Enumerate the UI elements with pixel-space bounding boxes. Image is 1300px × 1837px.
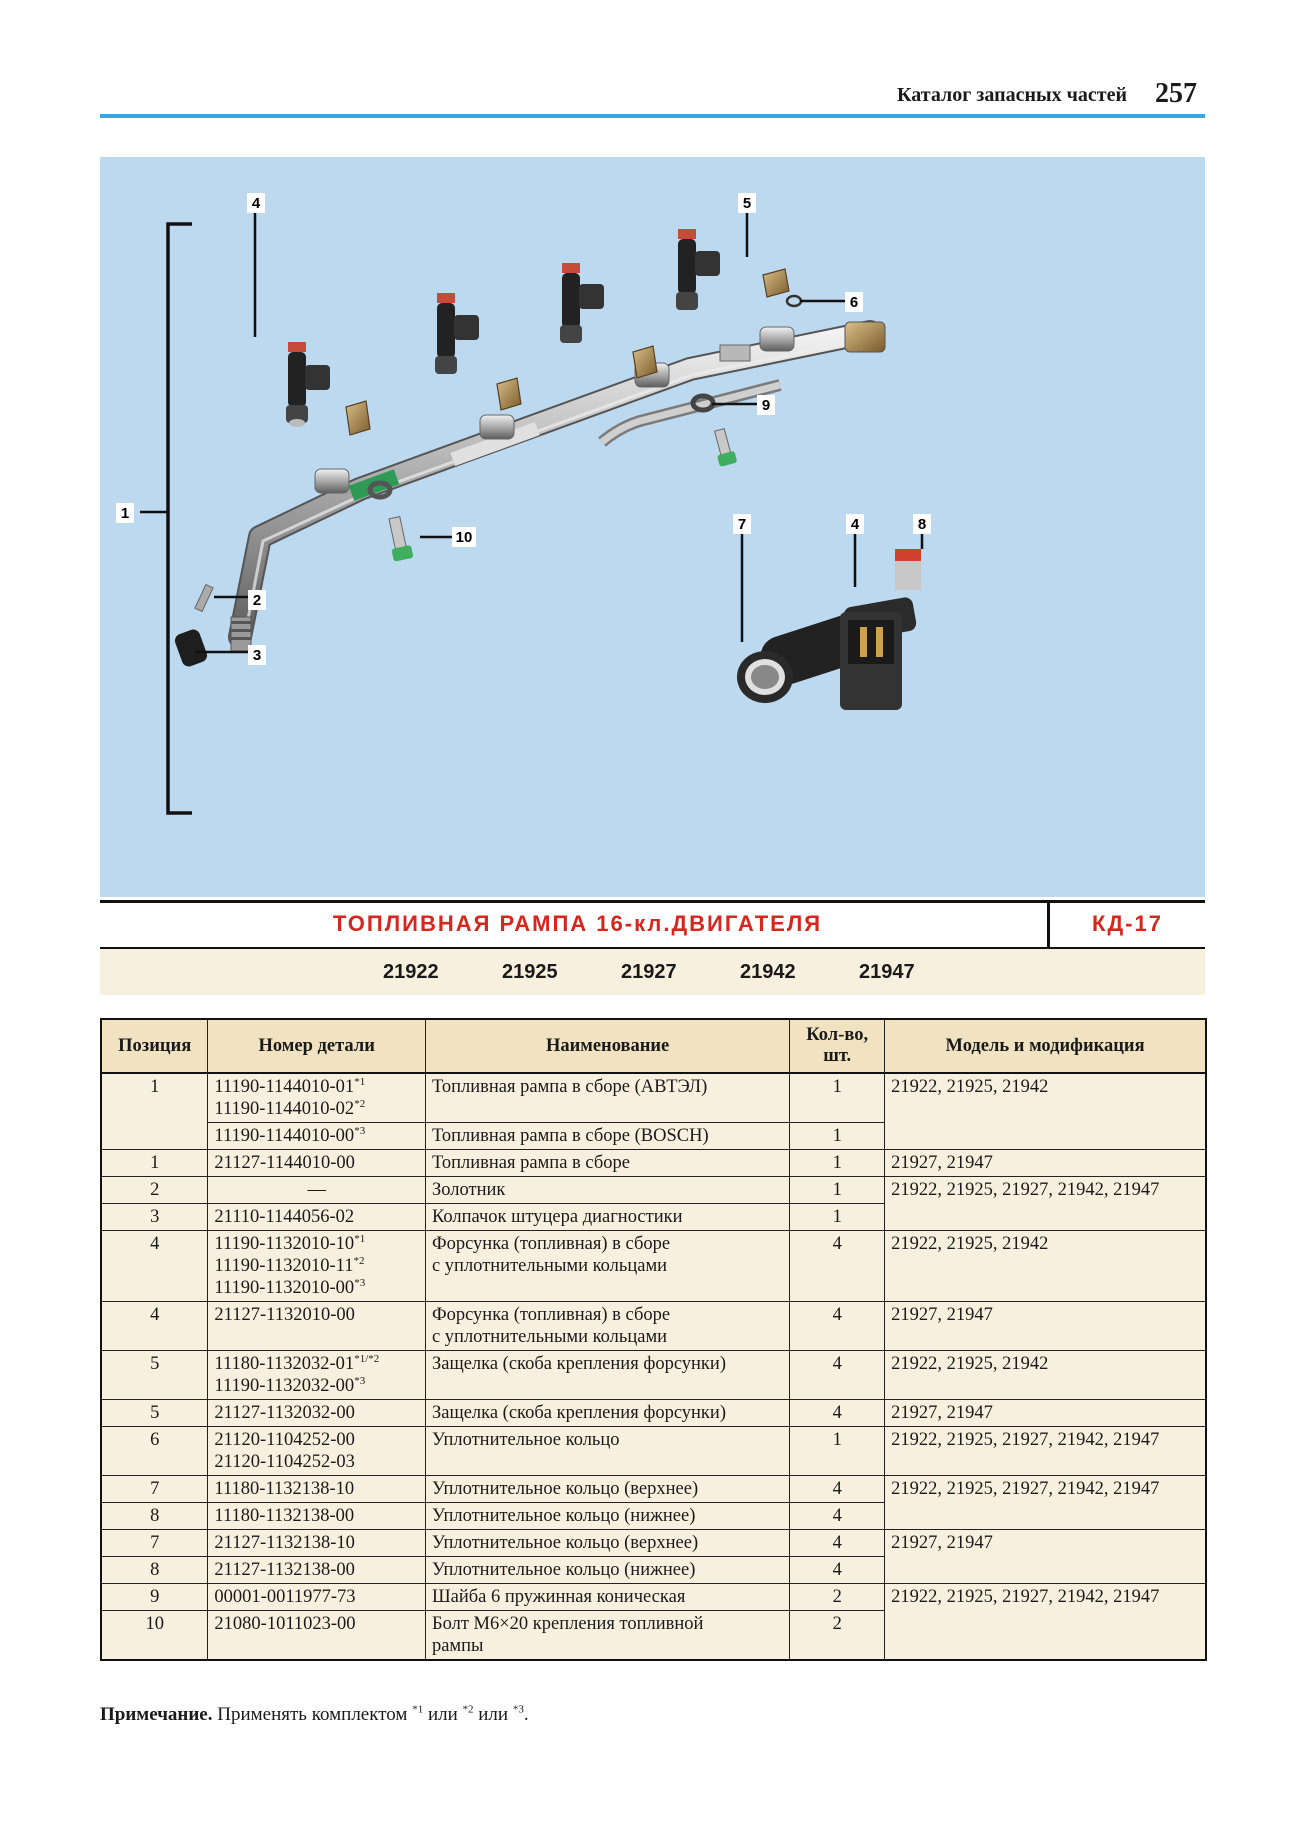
callout-3: 3 — [253, 647, 261, 664]
catalog-title: ТОПЛИВНАЯ РАМПА 16-кл.ДВИГАТЕЛЯ — [332, 911, 823, 936]
table-row: 8 11180-1132138-00 Уплотнительное кольцо… — [100, 1502, 1206, 1530]
callout-7: 7 — [738, 516, 746, 533]
note-label: Примечание. — [100, 1704, 213, 1725]
catalog-bar: ТОПЛИВНАЯ РАМПА 16-кл.ДВИГАТЕЛЯ КД-17 — [100, 900, 1205, 950]
callout-4: 4 — [252, 195, 261, 212]
injector-clips — [345, 268, 790, 436]
table-row: 11190-1144010-00*3 Топливная рампа в сбо… — [101, 1122, 1206, 1150]
table-row: 7 21127-1132138-10 Уплотнительное кольцо… — [100, 1529, 1207, 1584]
injector-detail — [737, 549, 921, 710]
callout-9: 9 — [762, 397, 770, 414]
injector-1 — [286, 342, 330, 427]
catalog-code: КД-17 — [1047, 903, 1205, 947]
header-part-number: Номер детали — [207, 1018, 426, 1074]
fuel-rail — [228, 320, 886, 652]
callout-2: 2 — [253, 592, 261, 609]
callout-4-detail: 4 — [851, 516, 860, 533]
callout-1: 1 — [121, 505, 129, 522]
table-row: 9 00001-0011977-73 Шайба 6 пружинная кон… — [100, 1583, 1207, 1661]
header-model: Модель и модификация — [884, 1018, 1207, 1074]
header-rule — [100, 114, 1205, 118]
injector-4 — [676, 229, 720, 310]
bolt-small — [713, 427, 737, 467]
callout-8: 8 — [918, 516, 926, 533]
spool-valve-2 — [194, 583, 214, 613]
injector-3 — [560, 263, 604, 343]
model-list: 21922 21925 21927 21942 21947 — [100, 949, 1205, 995]
header-qty: Кол-во,шт. — [789, 1018, 886, 1074]
o-ring-6 — [785, 294, 803, 308]
parts-illustration: 1 2 3 4 5 6 7 4 8 9 10 — [100, 157, 1205, 897]
callout-6: 6 — [850, 294, 858, 311]
leader-lines — [195, 213, 924, 654]
callout-5: 5 — [743, 195, 751, 212]
table-row: 4 21127-1132010-00 Форсунка (топливная) … — [100, 1301, 1207, 1351]
diagnostic-cap-3 — [174, 629, 208, 667]
table-row: 5 21127-1132032-00 Защелка (скоба крепле… — [100, 1399, 1207, 1427]
page-header: Каталог запасных частей 257 — [100, 78, 1205, 109]
header-title: Каталог запасных частей — [897, 84, 1127, 106]
model-code: 21927 — [621, 961, 677, 983]
parts-table: Позиция Номер детали Наименование Кол-во… — [100, 1018, 1207, 1661]
table-row: 3 21110-1144056-02 Колпачок штуцера диаг… — [100, 1203, 1206, 1231]
model-code: 21942 — [740, 961, 796, 983]
table-row: 1 21127-1144010-00 Топливная рампа в сбо… — [100, 1149, 1207, 1177]
header-name: Наименование — [424, 1018, 791, 1074]
injector-2 — [435, 293, 479, 374]
bolt-10 — [388, 516, 414, 562]
model-code: 21925 — [502, 961, 558, 983]
footnote: Примечание. Применять комплектом *1 или … — [100, 1703, 529, 1725]
table-row: 8 21127-1132138-00 Уплотнительное кольцо… — [100, 1556, 1206, 1584]
table-row: 7 11180-1132138-10 Уплотнительное кольцо… — [100, 1475, 1207, 1530]
model-code: 21947 — [859, 961, 915, 983]
table-header-row: Позиция Номер детали Наименование Кол-во… — [100, 1018, 1207, 1074]
page-number: 257 — [1155, 78, 1197, 109]
assembly-bracket — [166, 222, 192, 815]
table-row: 10 21080-1011023-00 Болт М6×20 крепления… — [100, 1610, 1206, 1661]
callout-10: 10 — [456, 529, 473, 546]
header-position: Позиция — [100, 1018, 209, 1074]
model-code: 21922 — [383, 961, 439, 983]
table-row: 2 — Золотник 1 21922, 21925, 21927, 2194… — [100, 1176, 1207, 1231]
